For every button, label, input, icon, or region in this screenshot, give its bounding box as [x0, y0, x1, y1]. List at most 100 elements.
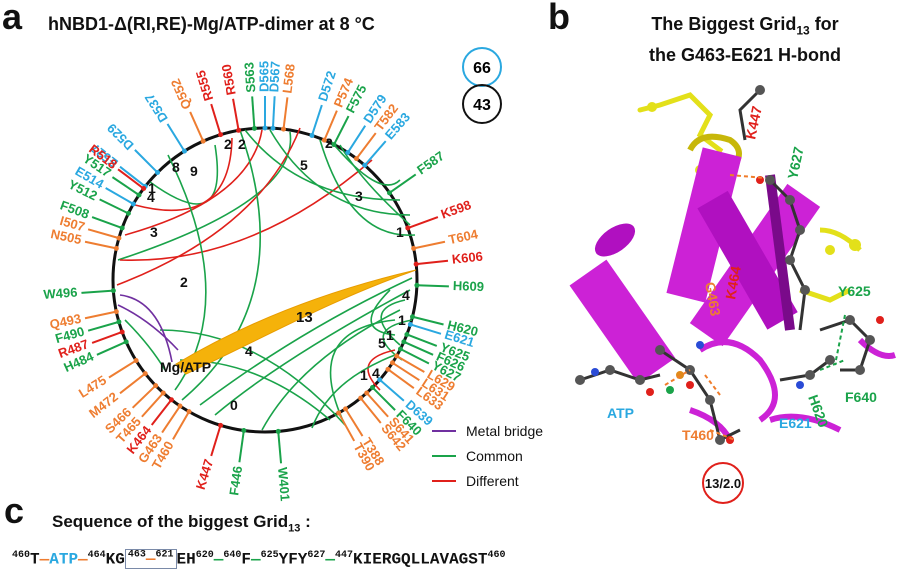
residue-label: H620 [446, 317, 480, 339]
residue-arrow [387, 368, 415, 389]
grid-number: 5 [378, 335, 386, 351]
residue-arrow [119, 165, 146, 188]
legend-label-different: Different [466, 473, 519, 489]
residue-arrow [391, 361, 420, 382]
residue-arrowhead [241, 428, 247, 434]
seq-num: 447 [335, 550, 354, 561]
label-e621: E621 [779, 415, 812, 431]
residue-arrowhead [160, 390, 166, 396]
seq-residue: YFY [278, 550, 308, 569]
residue-arrow [119, 372, 146, 395]
residue-arrow [108, 359, 137, 379]
residue-label: F446 [226, 465, 245, 496]
residue-arrowhead [413, 261, 419, 267]
residue-label: D537 [142, 91, 171, 125]
grid-number: 4 [372, 365, 380, 381]
residue-arrow [105, 187, 134, 205]
panel-c-title-colon: : [300, 512, 311, 531]
protein-structure [569, 85, 896, 445]
residue-arrowhead [168, 397, 174, 403]
residue-label: K447 [193, 457, 216, 491]
structure-labels: K447 Y627 G463 K464 Y625 ATP F640 E621 H… [607, 104, 877, 443]
seq-residue: EH [176, 550, 196, 569]
residue-arrow [379, 378, 405, 402]
grid-number: 2 [238, 136, 246, 152]
residue-arrow [412, 315, 444, 326]
panel-b-letter: b [548, 0, 570, 37]
residue-arrow [91, 331, 123, 344]
residue-arrow [365, 392, 389, 418]
residue-arrowhead [270, 125, 276, 131]
residue-arrow [117, 168, 145, 190]
grid13-badge-ring [702, 462, 744, 504]
residue-arrowhead [353, 156, 359, 162]
residue-arrow [134, 149, 159, 174]
residue-arrowhead [116, 235, 122, 241]
residue-arrowhead [119, 329, 125, 335]
legend-label-common: Common [466, 448, 523, 464]
grid-number: 4 [402, 287, 410, 303]
residue-arrowhead [218, 132, 224, 138]
grid-number: 1 [148, 180, 156, 196]
residue-arrowhead [414, 282, 420, 288]
residue-arrowhead [262, 125, 268, 131]
residue-label: Q552 [168, 77, 195, 112]
residue-arrow [238, 430, 245, 463]
seq-residue: KG [105, 550, 125, 569]
residue-arrow [210, 103, 222, 135]
grid-number: 3 [150, 224, 158, 240]
residue-arrowhead [141, 186, 147, 192]
residue-arrowhead [377, 377, 383, 383]
residue-arrowhead [130, 201, 136, 207]
residue-arrowhead [136, 192, 142, 198]
label-y625: Y625 [838, 283, 871, 299]
residue-arrow [396, 355, 425, 373]
residue-arrow [406, 333, 438, 347]
residue-label: I507 [58, 213, 86, 234]
residue-arrow [91, 216, 123, 229]
grid-number: 4 [245, 343, 253, 359]
panel-a-letter: a [2, 0, 23, 37]
residue-arrow [363, 140, 387, 166]
residue-arrow [371, 386, 396, 411]
grid-number: 5 [300, 157, 308, 173]
residue-arrowhead [411, 245, 417, 251]
count-bottom: 43 [473, 97, 491, 114]
grid-number: 13 [296, 309, 313, 326]
residue-label: H609 [453, 278, 485, 294]
residue-arrowhead [389, 360, 395, 366]
residue-label: W496 [43, 285, 78, 302]
panel-b-title-text: The Biggest Grid [651, 14, 797, 34]
residue-arrow [81, 289, 114, 294]
residue-arrowhead [397, 346, 403, 352]
residue-arrow [271, 96, 276, 129]
residue-arrowhead [331, 142, 337, 148]
residue-label: K606 [451, 249, 483, 267]
residue-arrow [311, 104, 323, 136]
residue-arrow [210, 425, 222, 457]
residue-arrowhead [110, 288, 116, 294]
residue-arrow [333, 115, 350, 146]
residue-arrowhead [125, 210, 131, 216]
residue-arrow [355, 132, 377, 160]
residue-label: T604 [447, 226, 480, 247]
seq-residue: F [241, 550, 251, 569]
panel-c-title: Sequence of the biggest Grid13 : [52, 512, 311, 534]
grid13-band [175, 269, 417, 375]
seq-num: 464 [87, 550, 106, 561]
residue-arrow [251, 96, 256, 129]
residue-arrowhead [343, 406, 349, 412]
residue-arrow [277, 431, 283, 464]
residue-arrow [87, 228, 120, 240]
residue-arrowhead [119, 225, 125, 231]
grid-numbers: 2 2 8 9 5 2 3 1 1 4 3 2 13 4 0 1 5 1 4 4… [147, 135, 410, 413]
residue-arrowhead [345, 150, 351, 156]
grid-number: 2 [325, 135, 333, 151]
seq-num: 627 [307, 550, 326, 561]
label-k464: K464 [722, 265, 744, 301]
residue-label: S563 [241, 62, 258, 93]
residue-arrow [399, 348, 430, 365]
residue-arrowhead [309, 132, 315, 138]
residue-arrow [410, 323, 442, 335]
mg-atp-label: Mg/ATP [160, 359, 211, 375]
